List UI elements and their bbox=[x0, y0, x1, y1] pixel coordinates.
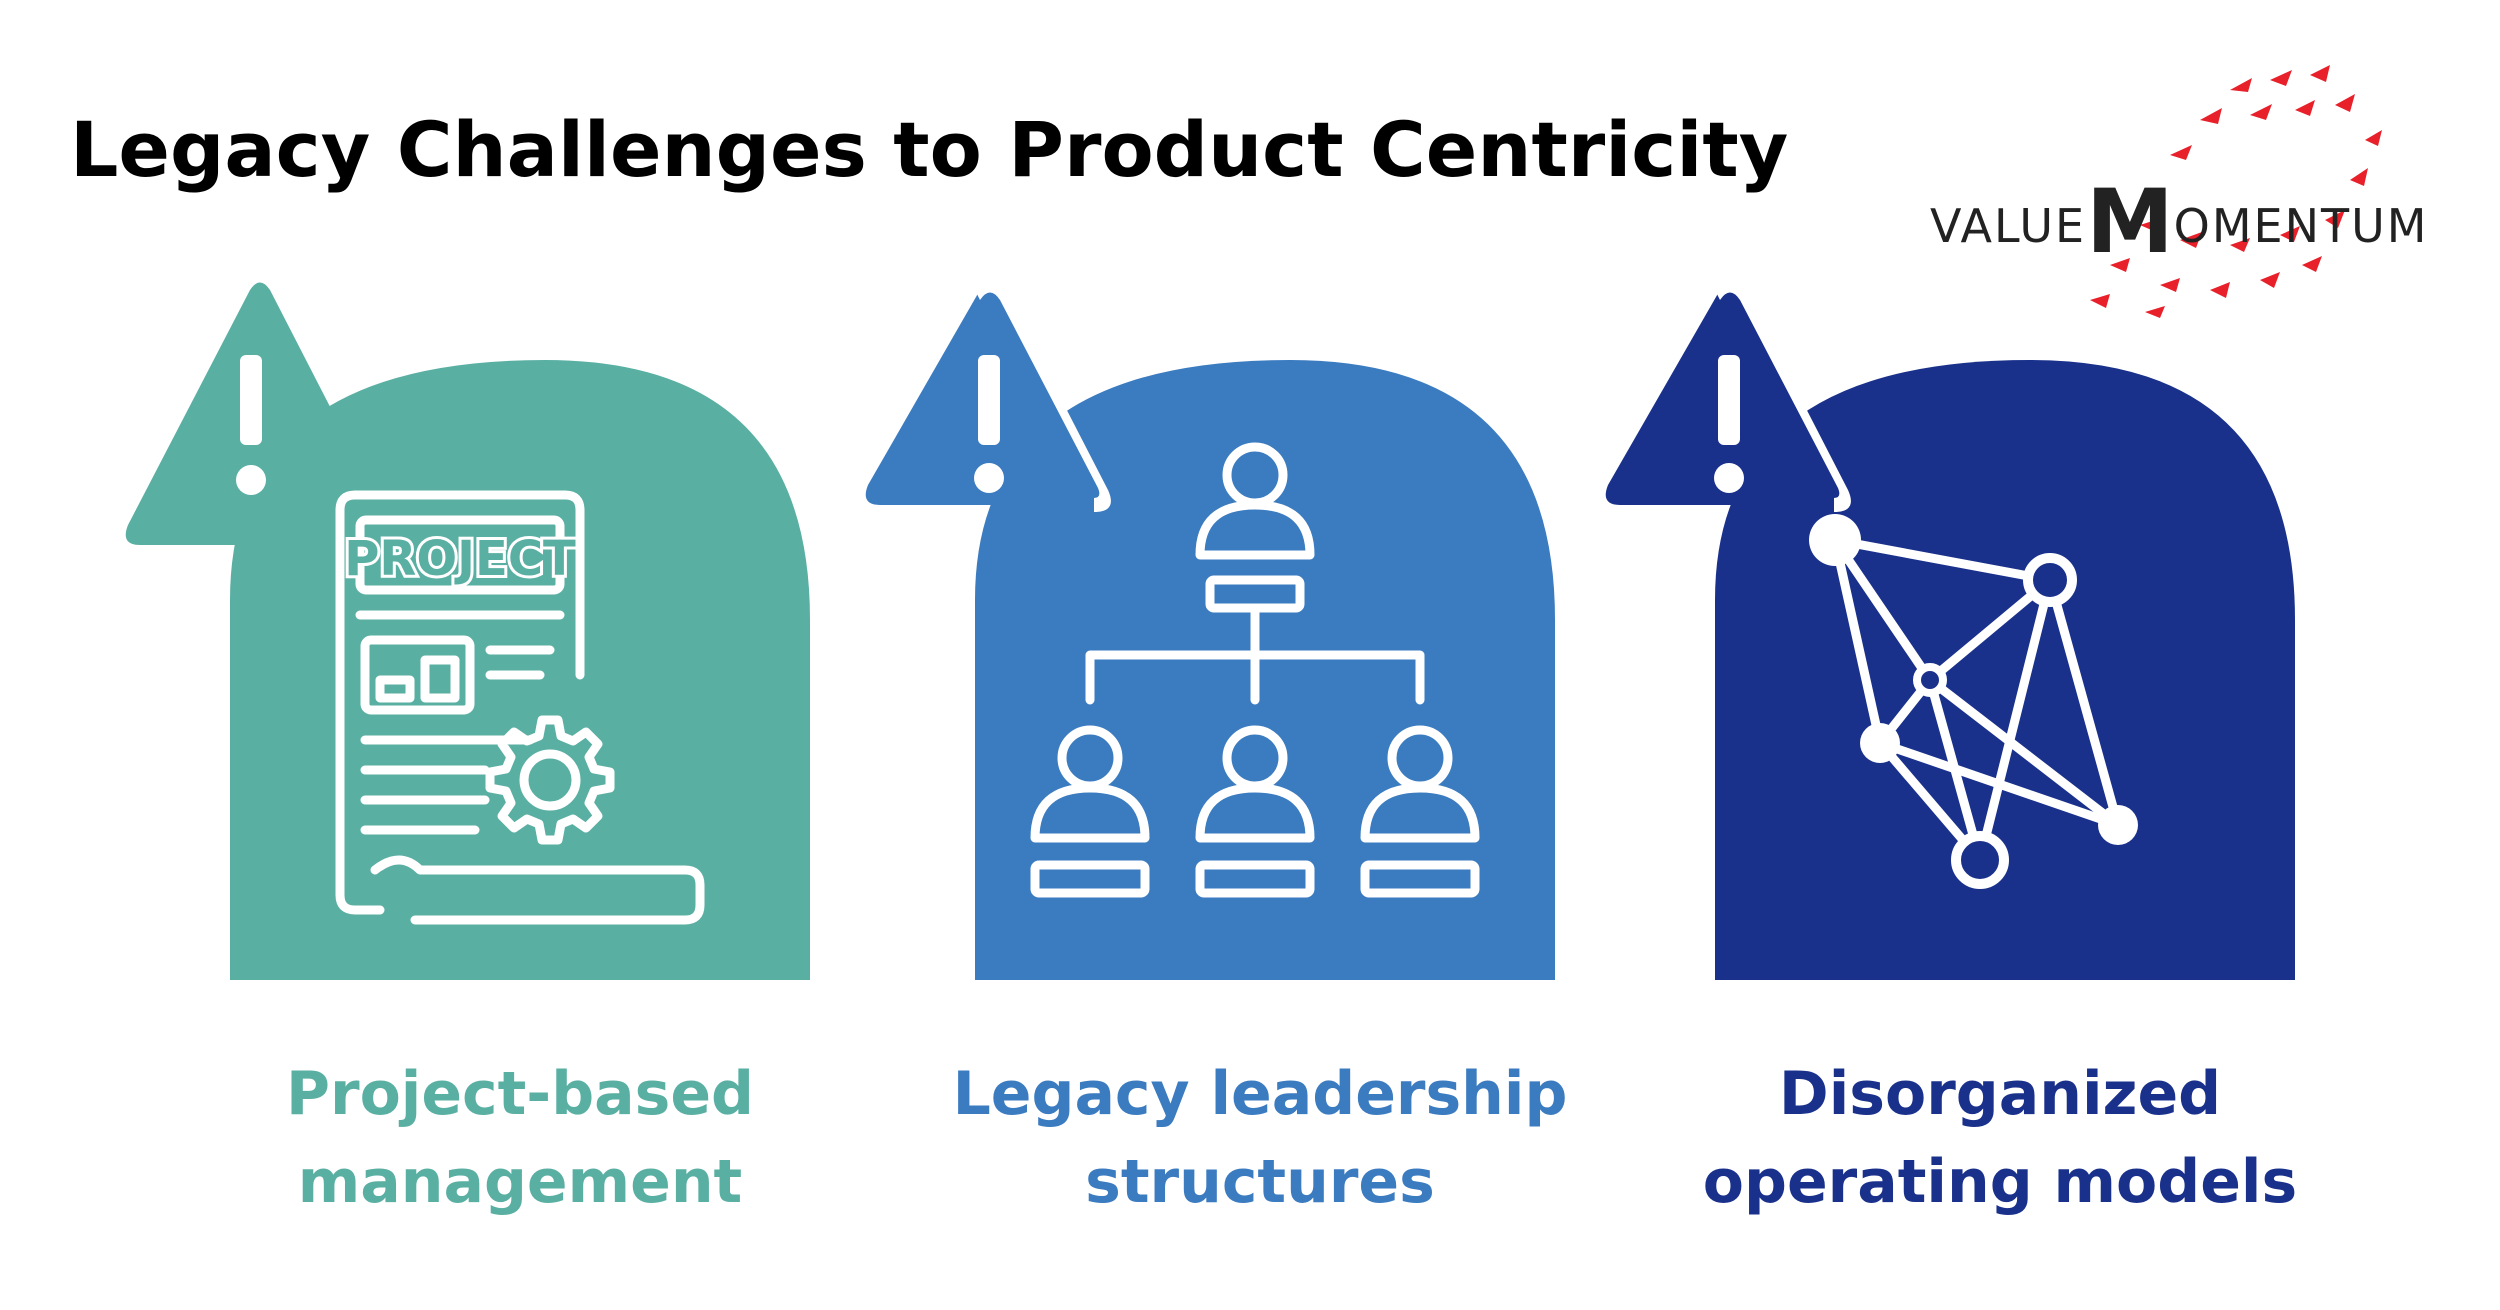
logo-m-letter: M bbox=[2086, 170, 2174, 273]
warning-triangle-icon bbox=[125, 282, 360, 545]
caption-project-based-management: Project-based management bbox=[286, 1059, 754, 1217]
logo-momentum-text: OMENTUM bbox=[2173, 199, 2429, 253]
caption-legacy-leadership-structures: Legacy leadership structures bbox=[952, 1059, 1568, 1217]
card-project-based-management: PROJECT bbox=[110, 280, 830, 1000]
logo-value-text: VALUE bbox=[1930, 199, 2087, 253]
caption-disorganized-operating-models: Disorganized operating models bbox=[1702, 1059, 2298, 1217]
card-1-shape bbox=[230, 360, 810, 980]
page-title: Legacy Challenges to Product Centricity bbox=[70, 105, 1789, 194]
network-graph-icon bbox=[1809, 514, 2138, 889]
card-disorganized-operating-models bbox=[1590, 280, 2310, 1000]
card-legacy-leadership-structures bbox=[850, 280, 1570, 1000]
project-document-gear-icon bbox=[335, 490, 705, 925]
warning-triangle-icon bbox=[865, 280, 1111, 512]
value-momentum-logo: VALUEMOMENTUM bbox=[1930, 60, 2450, 320]
org-chart-icon bbox=[1030, 442, 1480, 898]
logo-dots-icon bbox=[2090, 65, 2382, 318]
project-icon-label: PROJECT bbox=[344, 531, 576, 587]
warning-triangle-icon bbox=[1605, 280, 1851, 512]
